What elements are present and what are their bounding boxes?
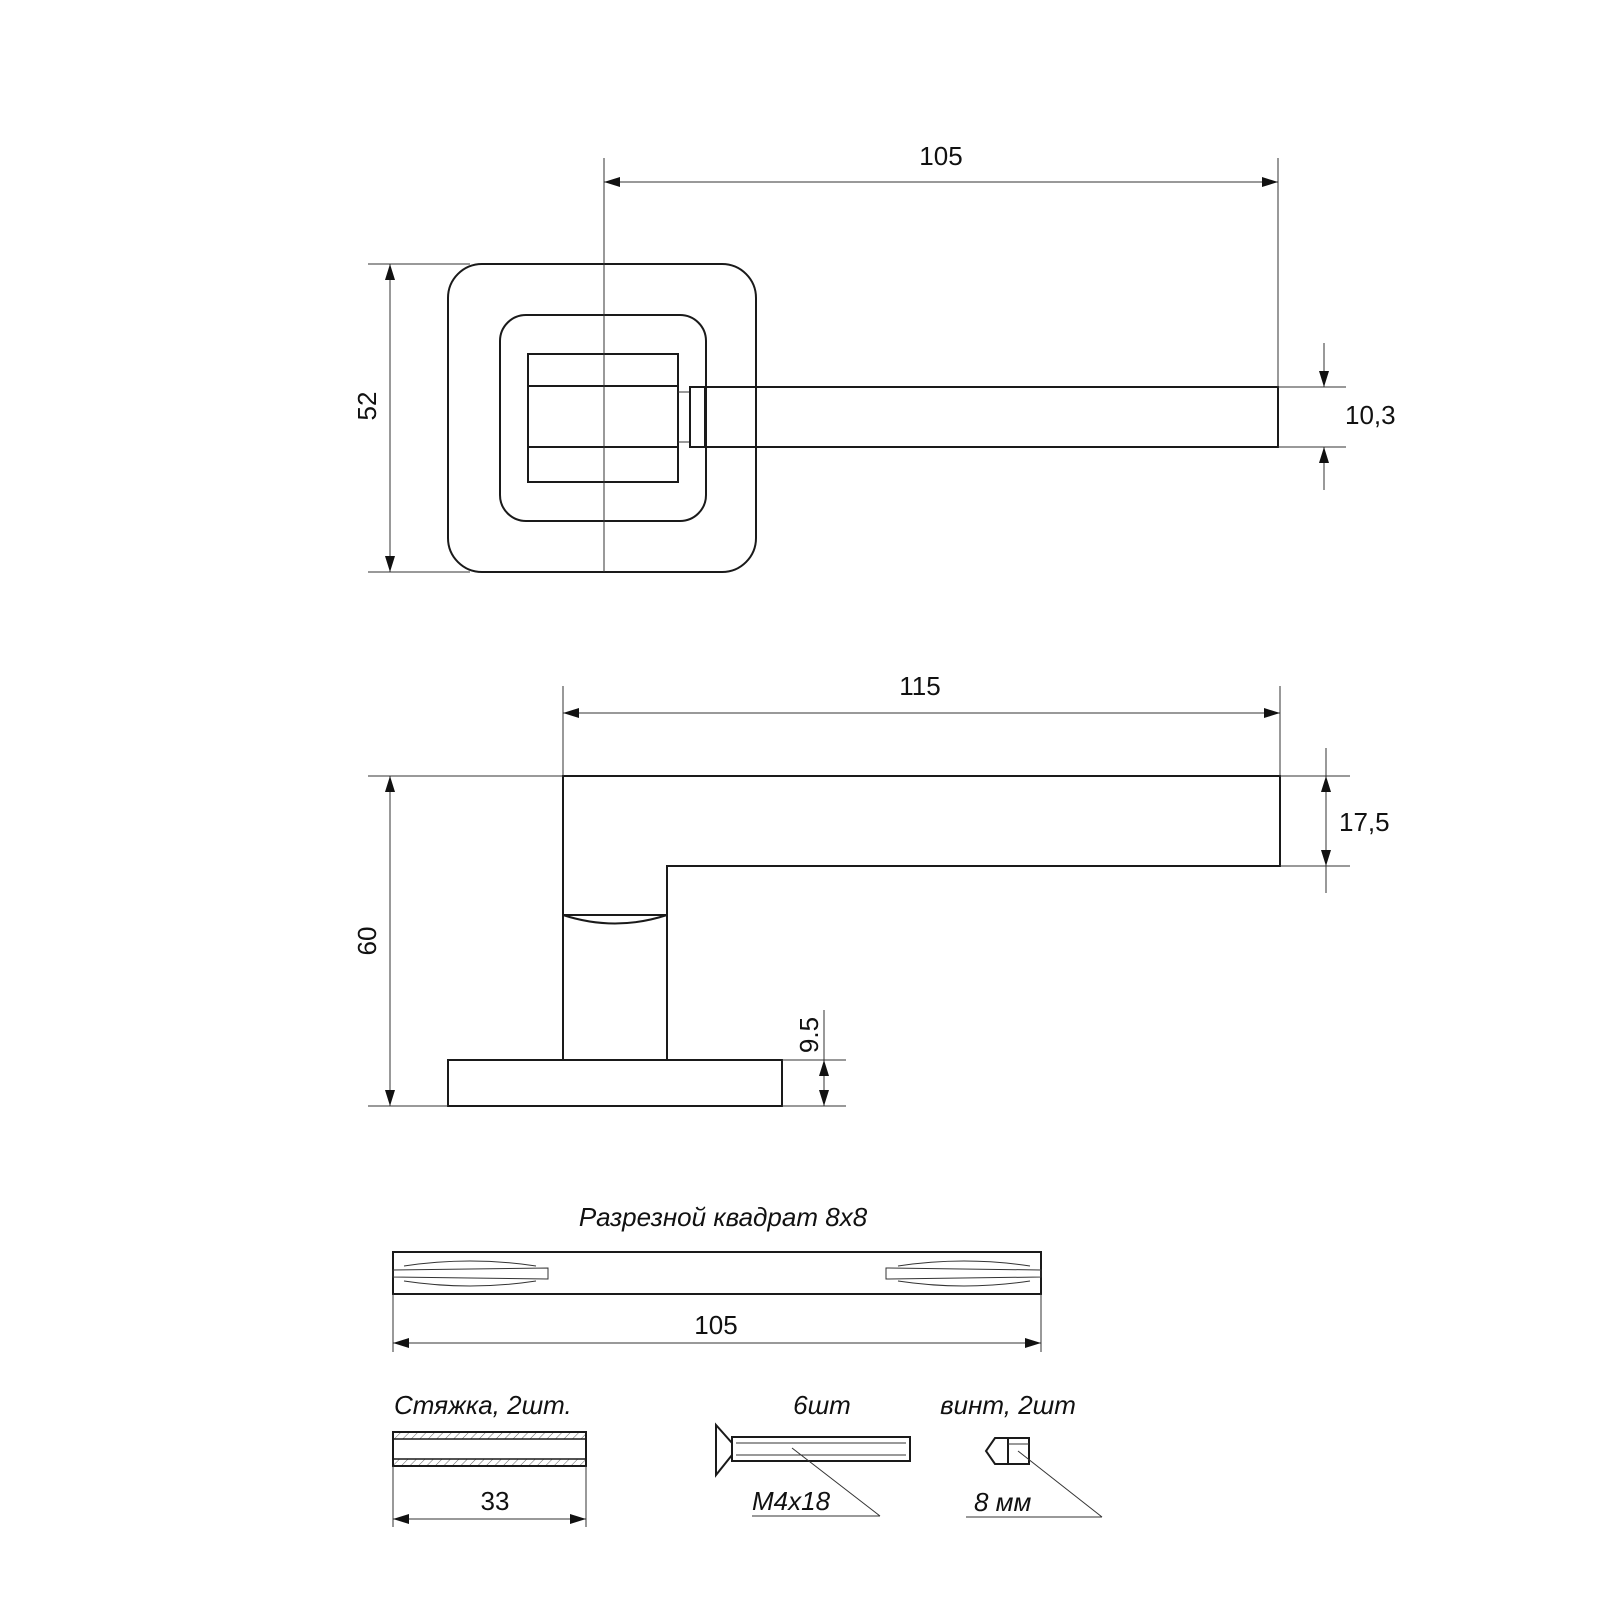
screws-count-label: 6шт <box>793 1390 851 1420</box>
side-view: 115 60 17,5 9.5 <box>352 671 1390 1107</box>
setscrew-label: винт, 2шт <box>940 1390 1076 1420</box>
screws-size-label: M4x18 <box>752 1486 831 1516</box>
spindle-length-label: 105 <box>694 1310 737 1340</box>
lever-top <box>689 386 1279 448</box>
side-lever-label: 17,5 <box>1339 807 1390 837</box>
coupling-length-label: 33 <box>481 1486 510 1516</box>
lever-side <box>562 775 1281 1060</box>
side-length-label: 115 <box>899 671 940 701</box>
setscrew-size-label: 8 мм <box>974 1487 1032 1517</box>
spindle-slot-right <box>885 1260 1042 1287</box>
rosette-base <box>447 1059 783 1107</box>
spindle-slot-left <box>392 1260 549 1287</box>
screw-leader <box>791 1447 881 1517</box>
coupling-label: Стяжка, 2шт. <box>394 1390 572 1420</box>
coupling-tube <box>392 1431 587 1467</box>
spindle-label: Разрезной квадрат 8x8 <box>579 1202 868 1232</box>
dim-height-label: 52 <box>352 392 382 421</box>
set-screw <box>984 1437 1030 1465</box>
dim-length-label: 105 <box>919 141 962 171</box>
rosette-inner <box>499 314 707 522</box>
parts: Разрезной квадрат 8x8 105 Стяжка, 2шт. <box>392 1202 1103 1527</box>
screw-m4 <box>715 1422 911 1478</box>
top-view: 105 52 10,3 <box>352 141 1396 573</box>
side-height-label: 60 <box>352 927 382 956</box>
dim-lever-label: 10,3 <box>1345 400 1396 430</box>
side-base-label: 9.5 <box>794 1017 824 1053</box>
spindle-bar <box>392 1251 1042 1295</box>
hub-square <box>527 353 679 483</box>
rosette-outer <box>447 263 757 573</box>
neck-curve <box>562 914 668 925</box>
setscrew-leader <box>1017 1450 1103 1518</box>
